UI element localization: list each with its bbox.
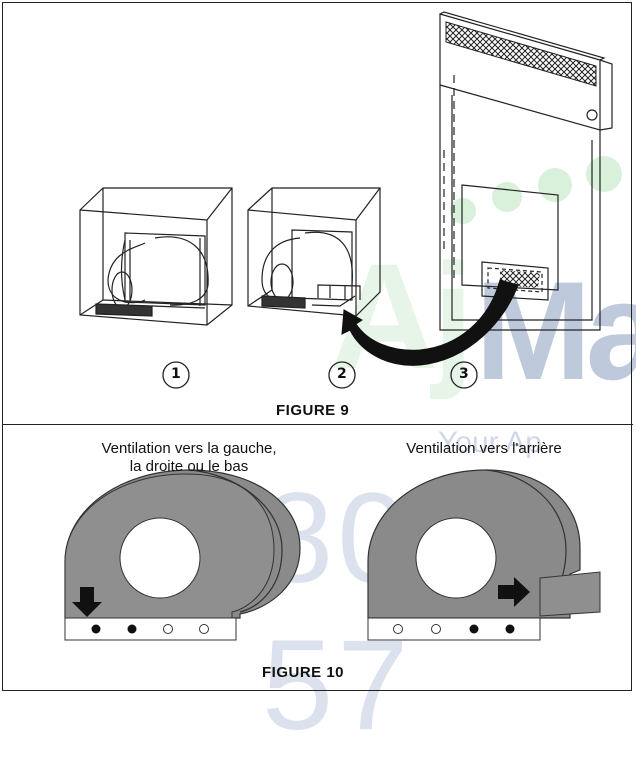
callout-3: 3 <box>459 366 469 382</box>
figure-10-label: FIGURE 10 <box>262 664 345 681</box>
figure-divider <box>2 424 633 425</box>
left-caption-line-1: Ventilation vers la gauche, <box>101 440 277 457</box>
unit-3-drawing <box>439 11 613 331</box>
unit-1-drawing <box>79 187 233 326</box>
curved-arrow <box>341 279 519 366</box>
figure-10-right-caption: Ventilation vers l'arrière <box>406 440 562 457</box>
figure-10-left-drawing <box>64 469 301 641</box>
arrow-right-icon <box>498 577 530 607</box>
callout-1: 1 <box>171 366 181 382</box>
watermark-dot <box>492 182 522 212</box>
figure-10-right-drawing <box>367 469 601 641</box>
grille-hatch <box>445 21 597 87</box>
figure-frame <box>2 2 632 691</box>
figure-9-label: FIGURE 9 <box>276 402 350 419</box>
figure-9-illustration <box>64 11 613 641</box>
callout-circle-2 <box>328 361 356 389</box>
watermark-dot <box>538 168 572 202</box>
unit-2-drawing <box>247 187 381 317</box>
watermark-subtitle: Your Ap <box>438 426 542 459</box>
callout-circle-1 <box>162 361 190 389</box>
callout-2: 2 <box>337 366 347 382</box>
arrow-down-icon <box>72 587 102 617</box>
figure-10-left-caption: Ventilation vers la gauche, la droite ou… <box>58 440 320 476</box>
callout-circle-3 <box>450 361 478 389</box>
left-caption-line-2: la droite ou le bas <box>129 458 249 475</box>
